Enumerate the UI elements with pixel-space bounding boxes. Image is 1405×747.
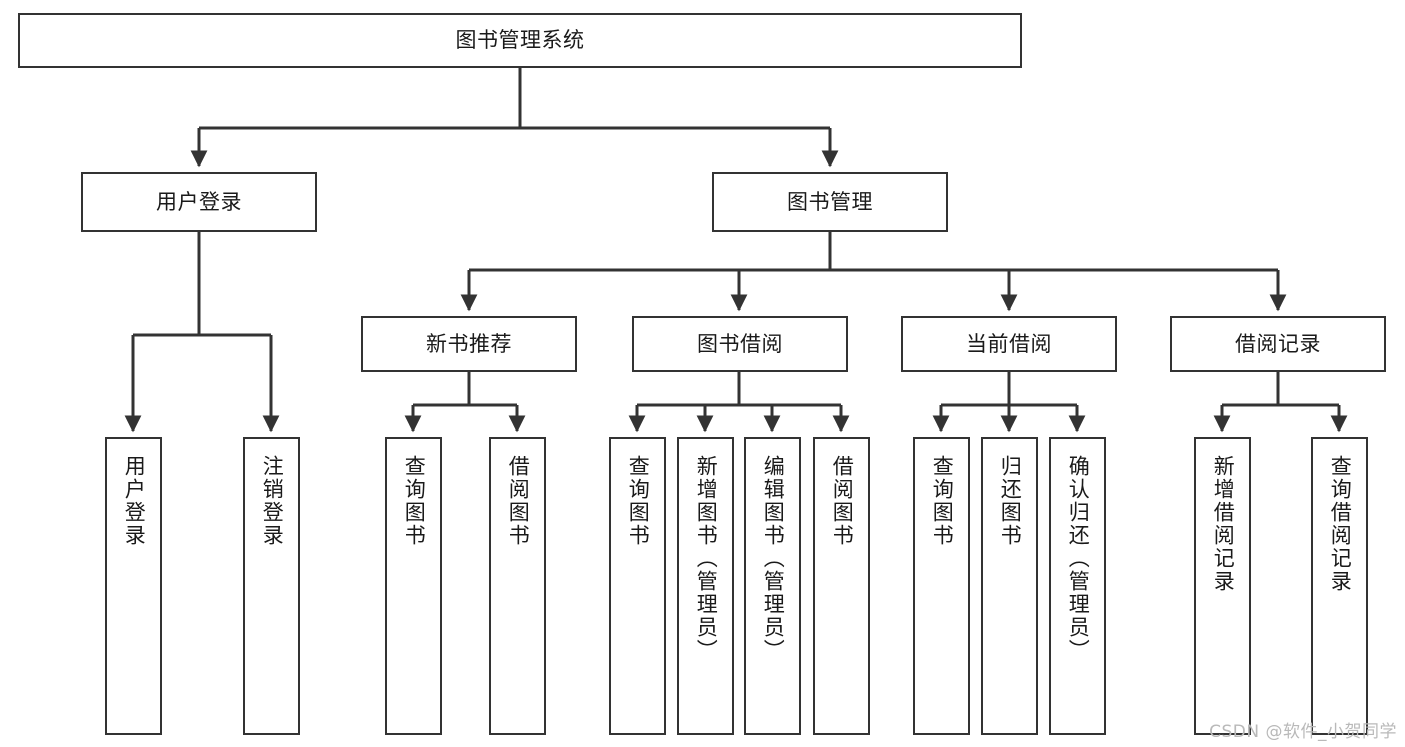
node-book-borrow[interactable]: 图书借阅 bbox=[632, 316, 848, 372]
node-borrow-records-label: 借阅记录 bbox=[1235, 331, 1321, 356]
node-root[interactable]: 图书管理系统 bbox=[18, 13, 1022, 68]
leaf-records-query-label: 查询借阅记录 bbox=[1328, 455, 1353, 593]
leaf-borrow-query[interactable]: 查询图书 bbox=[609, 437, 666, 735]
leaf-user-login-signin[interactable]: 用户登录 bbox=[105, 437, 162, 735]
leaf-new-book-borrow-label: 借阅图书 bbox=[506, 455, 531, 547]
leaf-user-login-signin-label: 用户登录 bbox=[122, 455, 147, 547]
leaf-current-query[interactable]: 查询图书 bbox=[913, 437, 970, 735]
leaf-new-book-query[interactable]: 查询图书 bbox=[385, 437, 442, 735]
leaf-borrow-borrow-book-label: 借阅图书 bbox=[830, 455, 855, 547]
leaf-user-login-signout-label: 注销登录 bbox=[260, 455, 285, 547]
leaf-records-add[interactable]: 新增借阅记录 bbox=[1194, 437, 1251, 735]
leaf-records-query[interactable]: 查询借阅记录 bbox=[1311, 437, 1368, 735]
leaf-current-return[interactable]: 归还图书 bbox=[981, 437, 1038, 735]
node-current-borrow[interactable]: 当前借阅 bbox=[901, 316, 1117, 372]
leaf-borrow-edit-book[interactable]: 编辑图书（管理员） bbox=[744, 437, 801, 735]
leaf-borrow-query-label: 查询图书 bbox=[626, 455, 651, 547]
watermark-text: CSDN @软件_小贺同学 bbox=[1209, 722, 1397, 742]
leaf-current-confirm-return-label: 确认归还（管理员） bbox=[1066, 455, 1091, 662]
leaf-user-login-signout[interactable]: 注销登录 bbox=[243, 437, 300, 735]
leaf-borrow-add-book-label: 新增图书（管理员） bbox=[694, 455, 719, 662]
node-borrow-records[interactable]: 借阅记录 bbox=[1170, 316, 1386, 372]
leaf-new-book-borrow[interactable]: 借阅图书 bbox=[489, 437, 546, 735]
node-user-login-label: 用户登录 bbox=[156, 189, 242, 214]
leaf-borrow-add-book[interactable]: 新增图书（管理员） bbox=[677, 437, 734, 735]
node-book-management[interactable]: 图书管理 bbox=[712, 172, 948, 232]
leaf-borrow-edit-book-label: 编辑图书（管理员） bbox=[761, 455, 786, 662]
leaf-current-confirm-return[interactable]: 确认归还（管理员） bbox=[1049, 437, 1106, 735]
leaf-new-book-query-label: 查询图书 bbox=[402, 455, 427, 547]
node-root-label: 图书管理系统 bbox=[455, 28, 585, 53]
node-book-borrow-label: 图书借阅 bbox=[697, 331, 783, 356]
leaf-records-add-label: 新增借阅记录 bbox=[1211, 455, 1236, 593]
node-book-management-label: 图书管理 bbox=[787, 189, 873, 214]
node-user-login[interactable]: 用户登录 bbox=[81, 172, 317, 232]
leaf-current-query-label: 查询图书 bbox=[930, 455, 955, 547]
node-current-borrow-label: 当前借阅 bbox=[966, 331, 1052, 356]
node-new-book-recommend[interactable]: 新书推荐 bbox=[361, 316, 577, 372]
leaf-borrow-borrow-book[interactable]: 借阅图书 bbox=[813, 437, 870, 735]
leaf-current-return-label: 归还图书 bbox=[998, 455, 1023, 547]
node-new-book-recommend-label: 新书推荐 bbox=[426, 331, 512, 356]
